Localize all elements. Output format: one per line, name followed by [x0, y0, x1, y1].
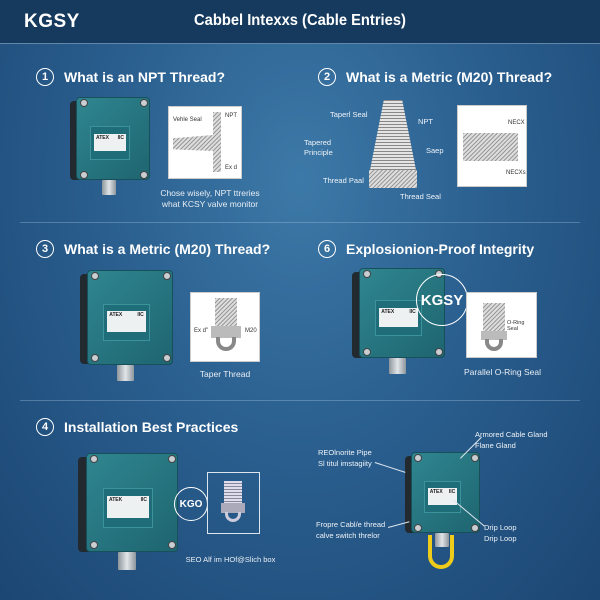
- m20-thread-diagram: Ex d" M20: [190, 292, 260, 362]
- divider: [20, 222, 580, 223]
- gland-diagram: [207, 472, 260, 534]
- kgo-badge: KGO: [174, 487, 208, 521]
- section-title: Installation Best Practices: [64, 419, 239, 435]
- diagram-label: Ex d": [194, 328, 209, 334]
- section-3-heading: 3 What is a Metric (M20) Thread?: [36, 240, 270, 258]
- nameplate: ATEX IIC: [379, 307, 418, 328]
- section-6-heading: 6 Explosionion-Proof Integrity: [318, 240, 534, 258]
- diagram-label: NPT: [225, 113, 237, 119]
- section-3-caption: Taper Thread: [199, 369, 251, 379]
- section-title: Explosionion-Proof Integrity: [346, 241, 535, 257]
- section-number: 1: [36, 68, 54, 86]
- label: Taperl Seal: [330, 110, 368, 119]
- kgsy-badge: KGSY: [416, 274, 468, 326]
- gas-group-code: IIC: [448, 488, 456, 495]
- divider: [20, 400, 580, 401]
- atex-mark: ATEX: [96, 134, 109, 141]
- label: Saep: [426, 146, 444, 155]
- nameplate: ATEK IIC: [107, 496, 149, 519]
- label: Tapered: [304, 138, 332, 147]
- section-6-caption: Parallel O-Ring Seal: [463, 367, 541, 377]
- enclosure: ATEX IIC: [405, 452, 480, 548]
- atex-mark: ATEX: [429, 488, 443, 495]
- metric-thread-diagram: NECX NECXs: [457, 105, 527, 187]
- taper-thread-diagram: [370, 100, 416, 170]
- label: Thread Seal: [400, 192, 441, 201]
- label: Thread Paal: [323, 176, 364, 185]
- section-title: What is a Metric (M20) Thread?: [64, 241, 271, 257]
- diagram-label: O-Ring Seal: [507, 320, 525, 332]
- nameplate: ATEX IIC: [107, 311, 146, 333]
- section-1-heading: 1 What is an NPT Thread?: [36, 68, 225, 86]
- page-title: Cabbel Intexxs (Cable Entries): [194, 12, 406, 29]
- nameplate: ATEX IIC: [94, 133, 126, 152]
- leader-line: [374, 462, 406, 473]
- section-number: 4: [36, 418, 54, 436]
- section-number: 2: [318, 68, 336, 86]
- thread-base: [369, 170, 417, 188]
- atex-mark: ATEX: [381, 308, 395, 315]
- diagram-label: Ex d: [225, 165, 238, 171]
- cable-drip-loop: [428, 535, 454, 569]
- section-2-heading: 2 What is a Metric (M20) Thread?: [318, 68, 552, 86]
- section-title: What is an NPT Thread?: [64, 69, 226, 85]
- section-4-heading: 4 Installation Best Practices: [36, 418, 238, 436]
- enclosure: ATEX IIC: [80, 270, 173, 382]
- gas-group-code: IIC: [140, 497, 147, 504]
- enclosure: ATEX IIC: [70, 97, 150, 195]
- atex-mark: ATEK: [109, 497, 123, 504]
- logo: KGSY: [24, 11, 80, 32]
- npt-thread-diagram: Vehle Seal NPT Ex d: [168, 106, 242, 179]
- section-title: What is a Metric (M20) Thread?: [346, 69, 553, 85]
- section-4-caption: SEO Alf im HOf@Slich box: [185, 555, 276, 564]
- header: KGSY Cabbel Intexxs (Cable Entries): [0, 0, 600, 44]
- diagram-label: NECX: [508, 120, 525, 126]
- gas-group-code: IIC: [137, 312, 144, 319]
- label: NPT: [418, 117, 433, 126]
- section-number: 3: [36, 240, 54, 258]
- oring-seal-diagram: O-Ring Seal: [466, 292, 537, 358]
- gas-group-code: IIC: [409, 308, 416, 315]
- atex-mark: ATEX: [109, 312, 123, 319]
- section-number: 6: [318, 240, 336, 258]
- diagram-label: Vehle Seal: [173, 117, 202, 123]
- label: Principle: [304, 148, 333, 157]
- gas-group-code: IIC: [117, 134, 124, 141]
- diagram-label: M20: [245, 328, 257, 334]
- diagram-label: NECXs: [506, 170, 526, 176]
- enclosure: ATEK IIC: [78, 453, 178, 570]
- nameplate: ATEX IIC: [427, 487, 458, 505]
